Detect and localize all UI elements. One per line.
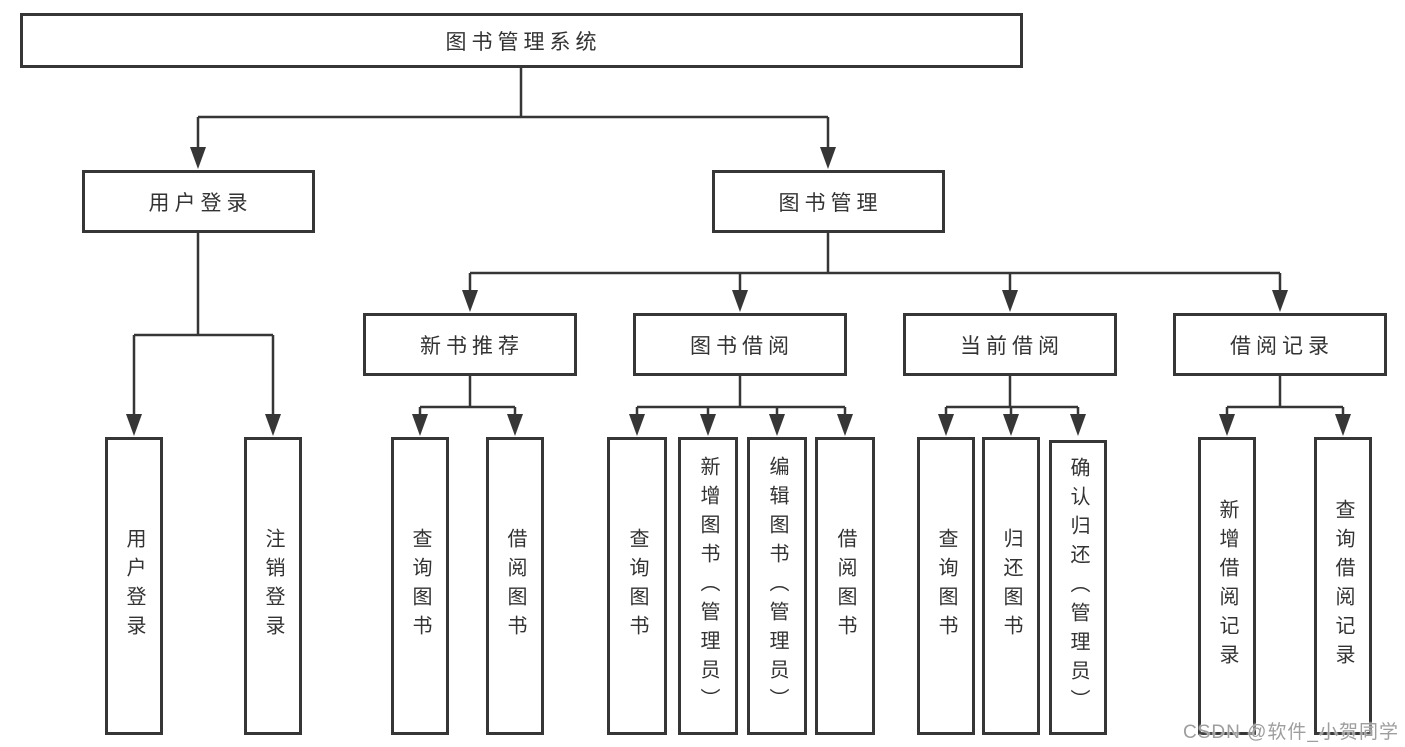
leaf-borrow-books-borrowing: 借阅图书 — [815, 437, 875, 735]
leaf-return-books: 归还图书 — [982, 437, 1040, 735]
leaf-label: 新增借阅记录 — [1216, 499, 1238, 673]
node-label: 用户登录 — [148, 191, 253, 215]
node-label: 借阅记录 — [1230, 334, 1334, 358]
leaf-label: 注销登录 — [262, 528, 284, 644]
leaf-borrow-books-recommend: 借阅图书 — [486, 437, 544, 735]
leaf-label: 查询图书 — [935, 528, 957, 644]
leaf-user-login: 用户登录 — [105, 437, 163, 735]
leaf-label: 借阅图书 — [834, 528, 856, 644]
leaf-add-borrow-record: 新增借阅记录 — [1198, 437, 1256, 735]
connector-current-borrowing-to-leaves — [938, 376, 1086, 436]
leaf-confirm-return-admin: 确认归还（管理员） — [1049, 440, 1107, 735]
leaf-label: 归还图书 — [1000, 528, 1022, 644]
connector-book-management-to-level3 — [462, 233, 1288, 312]
node-borrowing-records: 借阅记录 — [1173, 313, 1387, 376]
watermark-text: CSDN @软件_小贺同学 — [1183, 722, 1399, 743]
leaf-label: 借阅图书 — [504, 528, 526, 644]
node-current-borrowing: 当前借阅 — [903, 313, 1117, 376]
node-library-management-system: 图书管理系统 — [20, 13, 1023, 68]
leaf-logout: 注销登录 — [244, 437, 302, 735]
leaf-label: 确认归还（管理员） — [1067, 457, 1089, 718]
node-book-borrowing: 图书借阅 — [633, 313, 847, 376]
leaf-query-books-current: 查询图书 — [917, 437, 975, 735]
leaf-query-borrow-record: 查询借阅记录 — [1314, 437, 1372, 735]
node-label: 图书管理系统 — [445, 30, 602, 54]
leaf-label: 用户登录 — [123, 528, 145, 644]
leaf-query-books-borrowing: 查询图书 — [607, 437, 667, 735]
leaf-label: 查询图书 — [409, 528, 431, 644]
leaf-query-books-recommend: 查询图书 — [391, 437, 449, 735]
connector-user-login-to-leaves — [126, 233, 281, 436]
node-user-login: 用户登录 — [82, 170, 315, 233]
leaf-label: 查询图书 — [626, 528, 648, 644]
node-label: 图书管理 — [778, 191, 883, 215]
leaf-label: 新增图书（管理员） — [697, 455, 719, 717]
node-book-management: 图书管理 — [712, 170, 945, 233]
connector-new-book-to-leaves — [412, 376, 523, 436]
leaf-label: 编辑图书（管理员） — [766, 455, 788, 717]
node-label: 新书推荐 — [420, 334, 524, 358]
leaf-label: 查询借阅记录 — [1332, 499, 1354, 673]
leaf-add-books-admin: 新增图书（管理员） — [678, 437, 738, 735]
node-label: 当前借阅 — [960, 334, 1064, 358]
node-label: 图书借阅 — [690, 334, 794, 358]
connector-root-to-level2 — [190, 68, 836, 169]
leaf-edit-books-admin: 编辑图书（管理员） — [747, 437, 807, 735]
connector-borrowing-records-to-leaves — [1219, 376, 1351, 436]
connector-book-borrowing-to-leaves — [629, 376, 853, 436]
node-new-book-recommendation: 新书推荐 — [363, 313, 577, 376]
